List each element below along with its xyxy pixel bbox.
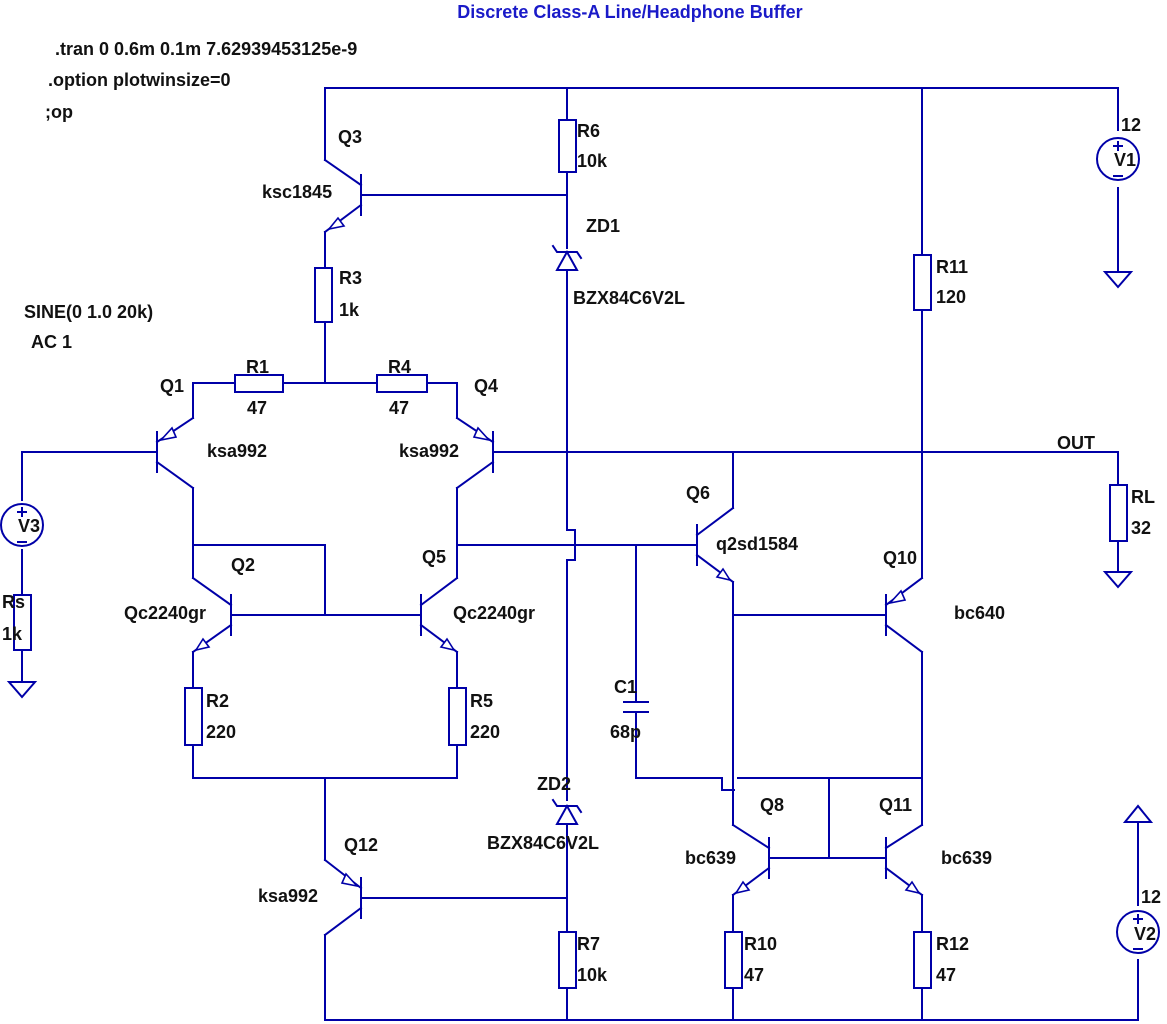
source-ac-spec: AC 1 <box>31 332 72 352</box>
label-q8-model: bc639 <box>685 848 736 868</box>
voltage-source-v3[interactable] <box>0 503 44 547</box>
wires <box>21 87 1139 1021</box>
resistor-r2[interactable] <box>184 687 203 746</box>
transistor-q8[interactable] <box>731 823 771 897</box>
label-q2-model: Qc2240gr <box>124 603 206 623</box>
label-r5-value: 220 <box>470 722 500 742</box>
label-q8-ref: Q8 <box>760 795 784 815</box>
resistor-r12[interactable] <box>913 931 932 989</box>
label-v1-value: 12 <box>1121 115 1141 135</box>
ground-symbol-v1 <box>1102 271 1134 289</box>
ground-symbol-rl <box>1102 571 1134 589</box>
transistor-q3[interactable] <box>323 158 363 234</box>
label-q2-ref: Q2 <box>231 555 255 575</box>
label-c1-value: 68p <box>610 722 641 742</box>
label-q10-ref: Q10 <box>883 548 917 568</box>
label-c1-ref: C1 <box>614 677 637 697</box>
label-r11-value: 120 <box>936 287 966 307</box>
transistor-q2[interactable] <box>191 576 233 654</box>
zener-zd1[interactable] <box>551 244 583 271</box>
label-v3-ref: V3 <box>18 516 40 536</box>
transistor-q10[interactable] <box>884 576 924 654</box>
resistor-r7[interactable] <box>558 931 577 989</box>
label-r11-ref: R11 <box>936 257 968 277</box>
label-r6-ref: R6 <box>577 121 600 141</box>
spice-directive-op: ;op <box>45 102 73 122</box>
label-zd1-ref: ZD1 <box>586 216 620 236</box>
spice-directive-option: .option plotwinsize=0 <box>48 70 231 90</box>
label-r12-ref: R12 <box>936 934 969 954</box>
resistor-r10[interactable] <box>724 931 743 989</box>
label-q10-model: bc640 <box>954 603 1005 623</box>
label-r6-value: 10k <box>577 151 608 171</box>
resistor-rs[interactable] <box>13 594 32 651</box>
label-r7-ref: R7 <box>577 934 600 954</box>
label-q5-ref: Q5 <box>422 547 446 567</box>
label-q3-model: ksc1845 <box>262 182 332 202</box>
label-q1-model: ksa992 <box>207 441 267 461</box>
resistor-r6[interactable] <box>558 119 577 173</box>
transistor-q6[interactable] <box>695 506 735 584</box>
label-q3-ref: Q3 <box>338 127 362 147</box>
zener-zd2[interactable] <box>551 798 583 825</box>
source-sine-spec: SINE(0 1.0 20k) <box>24 302 153 322</box>
transistor-q5[interactable] <box>419 576 459 654</box>
label-r1-ref: R1 <box>246 357 269 377</box>
transistor-q4[interactable] <box>455 416 495 490</box>
label-v2-ref: V2 <box>1134 924 1156 944</box>
label-q6-ref: Q6 <box>686 483 710 503</box>
label-v1-ref: V1 <box>1114 150 1136 170</box>
label-r3-value: 1k <box>339 300 360 320</box>
label-zd2-model: BZX84C6V2L <box>487 833 599 853</box>
resistor-r3[interactable] <box>314 267 333 323</box>
label-r2-value: 220 <box>206 722 236 742</box>
label-q4-model: ksa992 <box>399 441 459 461</box>
label-r7-value: 10k <box>577 965 608 985</box>
label-q1-ref: Q1 <box>160 376 184 396</box>
ground-symbol-rs <box>6 681 38 699</box>
label-r10-value: 47 <box>744 965 764 985</box>
label-r12-value: 47 <box>936 965 956 985</box>
label-zd2-ref: ZD2 <box>537 774 571 794</box>
label-q4-ref: Q4 <box>474 376 498 396</box>
resistor-r4[interactable] <box>376 374 428 393</box>
resistor-r1[interactable] <box>234 374 284 393</box>
voltage-source-v2[interactable] <box>1116 910 1160 954</box>
label-rl-value: 32 <box>1131 518 1151 538</box>
transistor-q12[interactable] <box>323 858 363 937</box>
label-r5-ref: R5 <box>470 691 493 711</box>
transistor-q1[interactable] <box>155 416 195 490</box>
label-r4-value: 47 <box>389 398 409 418</box>
label-rs-ref: Rs <box>2 592 25 612</box>
net-label-out: OUT <box>1057 433 1095 453</box>
label-q12-ref: Q12 <box>344 835 378 855</box>
label-zd1-model: BZX84C6V2L <box>573 288 685 308</box>
resistor-r5[interactable] <box>448 687 467 746</box>
supply-symbol-v2 <box>1122 804 1154 823</box>
spice-directive-tran: .tran 0 0.6m 0.1m 7.62939453125e-9 <box>55 39 357 59</box>
label-q11-ref: Q11 <box>879 795 912 815</box>
label-q12-model: ksa992 <box>258 886 318 906</box>
label-r10-ref: R10 <box>744 934 777 954</box>
label-q5-model: Qc2240gr <box>453 603 535 623</box>
label-r2-ref: R2 <box>206 691 229 711</box>
label-rs-value: 1k <box>2 624 23 644</box>
resistor-r11[interactable] <box>913 254 932 311</box>
label-r4-ref: R4 <box>388 357 411 377</box>
label-q6-model: q2sd1584 <box>716 534 798 554</box>
label-q11-model: bc639 <box>941 848 992 868</box>
label-r3-ref: R3 <box>339 268 362 288</box>
schematic-title: Discrete Class-A Line/Headphone Buffer <box>457 2 802 22</box>
label-v2-value: 12 <box>1141 887 1161 907</box>
capacitor-c1[interactable] <box>623 701 649 713</box>
transistor-q11[interactable] <box>884 823 924 897</box>
label-rl-ref: RL <box>1131 487 1155 507</box>
label-r1-value: 47 <box>247 398 267 418</box>
resistor-rl[interactable] <box>1109 484 1128 542</box>
voltage-source-v1[interactable] <box>1096 137 1140 181</box>
